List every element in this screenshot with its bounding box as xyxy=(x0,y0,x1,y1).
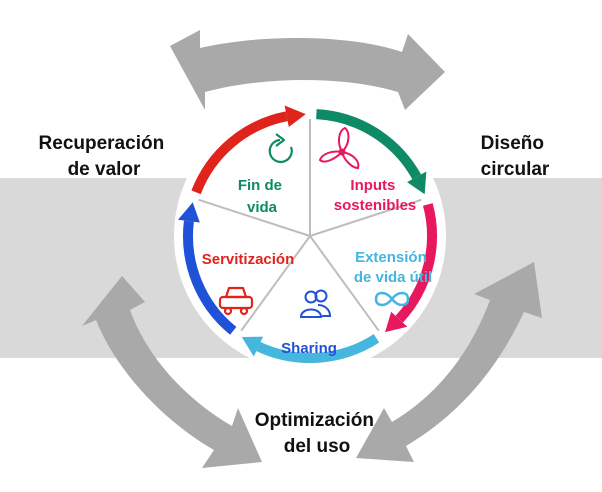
people-icon xyxy=(299,289,332,318)
wheel-ring xyxy=(177,105,437,363)
ring-arrowhead-sharing xyxy=(177,202,200,223)
ring-arc-fin-de-vida xyxy=(316,109,422,180)
segment-label-sharing: Sharing xyxy=(281,340,337,357)
ring-separator xyxy=(198,198,311,237)
cycle-arrow-icon xyxy=(268,133,293,164)
top-curved-arrow xyxy=(170,30,445,110)
ring-arrowhead-extension-vida-util xyxy=(241,336,264,357)
label-diseno-circular: Diseño circular xyxy=(481,133,550,180)
ring-separator xyxy=(309,198,422,237)
ring-arc-extension-vida-util xyxy=(256,334,380,363)
bottom-right-curved-arrow xyxy=(356,262,542,462)
infinity-icon xyxy=(374,291,410,307)
segment-label-fin-de-vida: Fin de vida xyxy=(238,177,286,216)
ring-arrowhead-fin-de-vida xyxy=(407,171,427,195)
label-optimizacion-del-uso: Optimización del uso xyxy=(255,410,380,457)
bottom-left-curved-arrow xyxy=(82,276,262,468)
wheel-separators xyxy=(198,119,422,332)
ring-arrowhead-inputs-sostenibles xyxy=(385,311,408,333)
ring-arc-inputs-sostenibles xyxy=(395,203,437,323)
ring-separator xyxy=(309,235,380,332)
car-icon xyxy=(218,286,254,316)
ring-arc-servitizacion xyxy=(191,111,288,195)
ring-arc-sharing xyxy=(183,220,237,335)
segment-label-extension-vida-util: Extensión de vida útil xyxy=(354,249,432,286)
wind-turbine-icon xyxy=(318,126,360,170)
big-arrows xyxy=(82,30,542,468)
ring-arrowhead-servitizacion xyxy=(284,105,306,128)
ring-separator xyxy=(240,235,311,332)
label-recuperacion-de-valor: Recuperación de valor xyxy=(39,133,170,180)
segment-label-inputs-sostenibles: Inputs sostenibles xyxy=(334,177,417,214)
segment-label-servitizacion: Servitización xyxy=(202,251,295,268)
